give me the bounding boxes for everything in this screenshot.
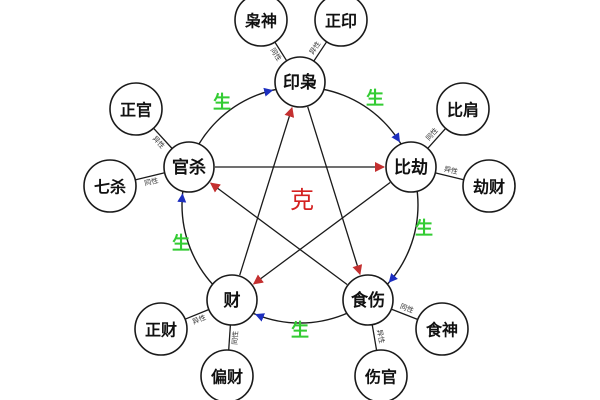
main-node-circle xyxy=(342,274,394,326)
sub-node-circle xyxy=(415,302,469,356)
sub-node-label: 偏财 xyxy=(211,368,243,387)
ke-label: 克 xyxy=(290,186,314,214)
sub-node-circle xyxy=(109,82,163,136)
main-node-guansha: 官杀 xyxy=(163,141,215,193)
sub-node-circle xyxy=(462,159,516,213)
sub-node-links: 同性异性同性异性同性异性异性同性异性同性 xyxy=(135,40,464,351)
sub-node-zhengguan: 正官 xyxy=(109,82,163,136)
main-node-label: 食伤 xyxy=(351,290,385,311)
link-bijie-bijian xyxy=(427,127,447,149)
sub-node-shangguan: 伤官 xyxy=(354,349,408,400)
sub-node-zhengcai: 正财 xyxy=(134,302,188,356)
sub-node-qisha: 七杀 xyxy=(83,159,137,213)
link-label-bijian: 同性 xyxy=(424,126,440,142)
sub-node-jiecai: 劫财 xyxy=(462,159,516,213)
sub-node-xiaoshen: 枭神 xyxy=(234,0,288,47)
sub-node-label: 正印 xyxy=(325,12,357,31)
sub-node-bijian: 比肩 xyxy=(436,82,490,136)
sub-node-shishen: 食神 xyxy=(415,302,469,356)
main-node-circle xyxy=(385,141,437,193)
link-yinxiao-xiaoshen xyxy=(274,41,288,62)
link-bijie-jiecai xyxy=(435,172,464,181)
sub-node-circle xyxy=(83,159,137,213)
generate-arrow-bijie-to-shishang xyxy=(388,273,398,283)
sub-node-label: 枭神 xyxy=(244,12,277,31)
sheng-label-5: 生 xyxy=(172,233,190,255)
sub-node-label: 七杀 xyxy=(94,178,126,197)
main-node-circle xyxy=(163,141,215,193)
main-node-label: 财 xyxy=(223,290,241,311)
sub-node-circle xyxy=(234,0,288,47)
sheng-label-3: 生 xyxy=(415,218,433,240)
sheng-label-1: 生 xyxy=(213,92,231,114)
main-node-label: 比劫 xyxy=(394,157,428,178)
overcome-arrow-yinxiao-to-shishang xyxy=(307,106,363,276)
sub-node-label: 食神 xyxy=(425,321,458,340)
main-node-shishang: 食伤 xyxy=(342,274,394,326)
link-label-zhengyin: 异性 xyxy=(307,40,322,57)
main-node-circle xyxy=(206,274,258,326)
sub-node-circle xyxy=(436,82,490,136)
sub-node-label: 伤官 xyxy=(364,368,397,387)
overcome-arrow-cai-to-yinxiao xyxy=(239,106,295,276)
sub-node-circle xyxy=(134,302,188,356)
sub-node-label: 正财 xyxy=(145,321,177,340)
link-cai-piancai xyxy=(228,324,232,351)
sub-node-piancai: 偏财 xyxy=(200,349,254,400)
overcome-arrow-shishang-to-guansha xyxy=(209,182,348,286)
link-guansha-zhengguan xyxy=(153,127,173,149)
link-label-shangguan: 异性 xyxy=(375,329,386,344)
generate-arrow-guansha-to-yinxiao xyxy=(263,87,274,97)
link-label-zhengguan: 异性 xyxy=(151,134,167,150)
sheng-label-2: 生 xyxy=(366,88,384,110)
main-node-yinxiao: 印枭 xyxy=(274,56,326,108)
sub-node-label: 正官 xyxy=(120,101,152,120)
main-node-label: 官杀 xyxy=(172,157,206,178)
main-node-circle xyxy=(274,56,326,108)
sub-node-label: 劫财 xyxy=(473,178,505,197)
link-label-zhengcai: 异性 xyxy=(191,313,207,327)
link-guansha-qisha xyxy=(135,172,165,181)
link-shishang-shangguan xyxy=(371,324,378,351)
sheng-label-4: 生 xyxy=(291,320,309,342)
overcoming-star xyxy=(209,106,391,286)
link-label-qisha: 同性 xyxy=(143,176,159,188)
overcome-arrow-bijie-to-cai xyxy=(252,181,391,285)
link-label-xiaoshen: 同性 xyxy=(269,46,284,63)
link-label-jiecai: 异性 xyxy=(443,164,459,176)
main-node-bijie: 比劫 xyxy=(385,141,437,193)
main-node-cai: 财 xyxy=(206,274,258,326)
link-yinxiao-zhengyin xyxy=(313,41,328,62)
sub-node-circle xyxy=(354,349,408,400)
sub-node-circle xyxy=(200,349,254,400)
sub-node-label: 比肩 xyxy=(447,101,479,120)
sub-node-circle xyxy=(314,0,368,47)
link-shishang-shishen xyxy=(391,308,419,321)
link-cai-zhengcai xyxy=(184,308,210,320)
link-label-piancai: 同性 xyxy=(230,331,240,346)
sub-node-zhengyin: 正印 xyxy=(314,0,368,47)
generate-arrow-yinxiao-to-bijie xyxy=(391,132,400,143)
main-node-label: 印枭 xyxy=(283,72,317,93)
